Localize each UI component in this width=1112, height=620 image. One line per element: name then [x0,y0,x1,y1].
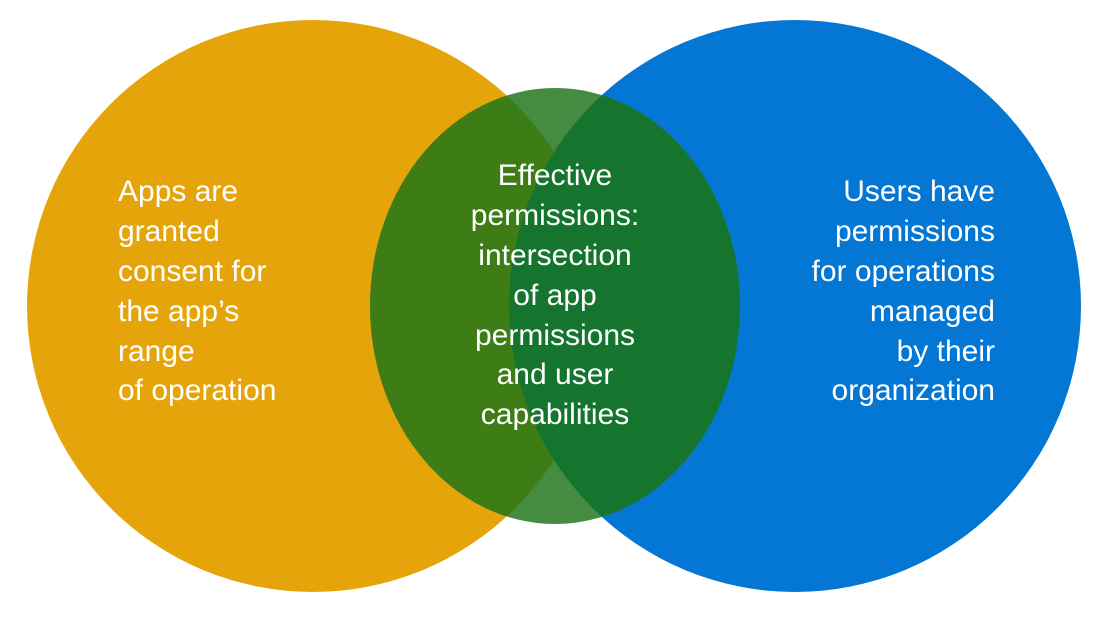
effective-over-user-region [509,88,740,524]
